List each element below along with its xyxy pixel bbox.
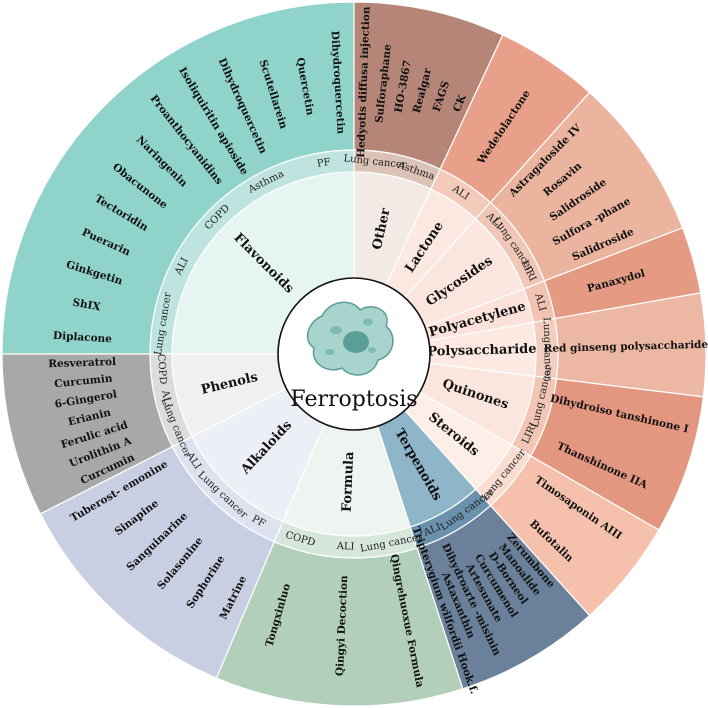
sector-formula — [215, 423, 464, 707]
sector-flavonoids — [1, 1, 355, 355]
cell-icon — [306, 301, 394, 376]
disease-label: ALI — [532, 291, 548, 312]
compound-label: Red ginseng polysaccharide — [544, 339, 708, 355]
compound-label: Qingyi Decoction — [334, 575, 350, 677]
category-label: Polysaccharide — [427, 342, 537, 360]
compound-label: Hedyotis diffusa injection — [355, 6, 373, 158]
category-label: Formula — [340, 451, 358, 513]
sector-quinones — [418, 362, 705, 531]
disease-label: ALI — [335, 541, 354, 553]
sector-phenols-outer-ring — [1, 353, 174, 515]
center-label: Ferroptosis — [290, 387, 417, 412]
sector-lactone — [385, 34, 591, 299]
compound-label: Diplacone — [53, 330, 113, 346]
compound-label: ShIX — [71, 297, 102, 314]
sector-polysaccharide — [428, 292, 707, 398]
disease-label: Lung cancer — [541, 317, 554, 381]
sector-terpenoids — [376, 409, 591, 690]
disease-label: PF — [316, 157, 331, 170]
disease-label: ALI — [159, 388, 174, 409]
compound-label: Curcumin — [54, 372, 114, 390]
compound-label: Resveratrol — [48, 356, 116, 370]
center-hub: Ferroptosis — [277, 277, 431, 431]
sector-polyacetylene — [424, 227, 702, 342]
sector-steroids — [404, 391, 660, 617]
sector-alkaloids — [39, 387, 326, 679]
sector-flavonoids-outer-ring — [1, 1, 355, 355]
disease-label: COPD — [155, 353, 168, 384]
sector-phenols — [1, 353, 288, 515]
